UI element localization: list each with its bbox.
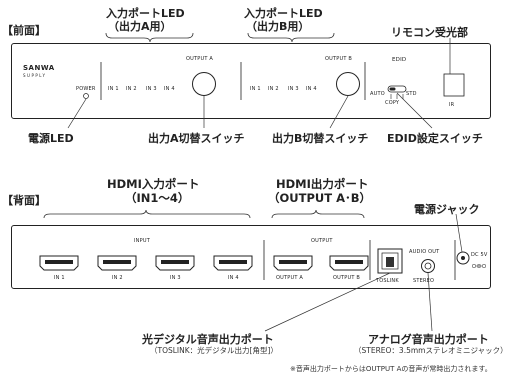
toslink-label: TOSLINK xyxy=(376,278,399,284)
callout-remote-receiver: リモコン受光部 xyxy=(391,26,468,39)
dc-jack xyxy=(456,251,470,265)
brand-logo: SANWA xyxy=(23,64,55,72)
edid-copy-label: COPY xyxy=(385,100,400,106)
rear-section-label: 【背面】 xyxy=(2,194,46,207)
front-a-in2: IN 2 xyxy=(126,86,137,92)
led-b-brace xyxy=(247,32,335,43)
callout-edid-switch: EDID設定スイッチ xyxy=(387,132,483,145)
brand-logo-sub: SUPPLY xyxy=(23,73,47,78)
rear-in4-label: IN 4 xyxy=(228,275,239,281)
output-a-button xyxy=(192,72,216,96)
ir-window xyxy=(443,73,465,97)
toslink-port xyxy=(377,248,403,274)
audio-jack xyxy=(421,259,435,273)
callout-hdmi-in-sub: （IN1〜4） xyxy=(125,191,190,205)
callout-led-b-sub: （出力B用） xyxy=(246,20,310,33)
rear-out-a-label: OUTPUT A xyxy=(276,275,303,281)
edid-std-label: STD xyxy=(406,91,417,97)
front-b-in1: IN 1 xyxy=(250,86,261,92)
rear-in1-label: IN 1 xyxy=(54,275,65,281)
hdmi-in1-port xyxy=(39,255,79,271)
front-b-in3: IN 3 xyxy=(288,86,299,92)
front-a-in3: IN 3 xyxy=(146,86,157,92)
front-a-in4: IN 4 xyxy=(164,86,175,92)
edid-auto-label: AUTO xyxy=(370,91,385,97)
hdmi-in-brace xyxy=(43,209,251,219)
front-section-label: 【前面】 xyxy=(2,24,46,37)
callout-optical-out: 光デジタル音声出力ポート xyxy=(142,333,274,346)
edid-label: EDID xyxy=(392,57,407,63)
output-header: OUTPUT xyxy=(311,238,333,244)
output-b-label: OUTPUT B xyxy=(325,56,352,62)
callout-optical-out-sub: （TOSLINK：光デジタル出力[角型]） xyxy=(150,346,278,355)
output-a-label: OUTPUT A xyxy=(186,56,213,62)
hdmi-out-a-port xyxy=(273,255,313,271)
stereo-label: STEREO xyxy=(413,278,435,284)
hdmi-out-b-port xyxy=(329,255,369,271)
power-led xyxy=(83,93,89,99)
front-a-in1: IN 1 xyxy=(108,86,119,92)
input-header: INPUT xyxy=(134,238,150,244)
rear-in3-label: IN 3 xyxy=(170,275,181,281)
rear-in2-label: IN 2 xyxy=(112,275,123,281)
callout-analog-out: アナログ音声出力ポート xyxy=(368,333,489,346)
output-b-button xyxy=(336,72,360,96)
hdmi-out-brace xyxy=(271,209,365,219)
audio-out-label: AUDIO OUT xyxy=(409,249,440,255)
led-a-brace xyxy=(105,32,194,43)
ir-label: IR xyxy=(449,102,455,108)
callout-led-b-title: 入力ポートLED xyxy=(244,7,323,20)
callout-hdmi-out-sub: （OUTPUT A･B） xyxy=(268,191,371,205)
callout-power-led: 電源LED xyxy=(28,132,74,145)
hdmi-in4-port xyxy=(213,255,253,271)
rear-out-b-label: OUTPUT B xyxy=(333,275,360,281)
hdmi-in2-port xyxy=(97,255,137,271)
callout-led-a-sub: （出力A用） xyxy=(108,20,172,33)
callout-led-a-title: 入力ポートLED xyxy=(106,7,185,20)
front-b-in4: IN 4 xyxy=(306,86,317,92)
front-panel xyxy=(11,43,491,119)
callout-hdmi-in-title: HDMI入力ポート xyxy=(107,177,200,191)
dc-label: DC 5V xyxy=(471,252,488,258)
callout-hdmi-out-title: HDMI出力ポート xyxy=(276,177,369,191)
callout-analog-out-sub: （STEREO：3.5mmステレオミニジャック） xyxy=(354,346,506,355)
callout-switch-b: 出力B切替スイッチ xyxy=(272,132,369,145)
dc-polarity-icon xyxy=(471,263,487,269)
power-label: POWER xyxy=(76,86,96,92)
footnote: ※音声出力ポートからはOUTPUT Aの音声が常時出力されます。 xyxy=(290,365,492,373)
callout-power-jack: 電源ジャック xyxy=(414,203,480,216)
hdmi-in3-port xyxy=(155,255,195,271)
callout-switch-a: 出力A切替スイッチ xyxy=(148,132,245,145)
front-b-in2: IN 2 xyxy=(268,86,279,92)
